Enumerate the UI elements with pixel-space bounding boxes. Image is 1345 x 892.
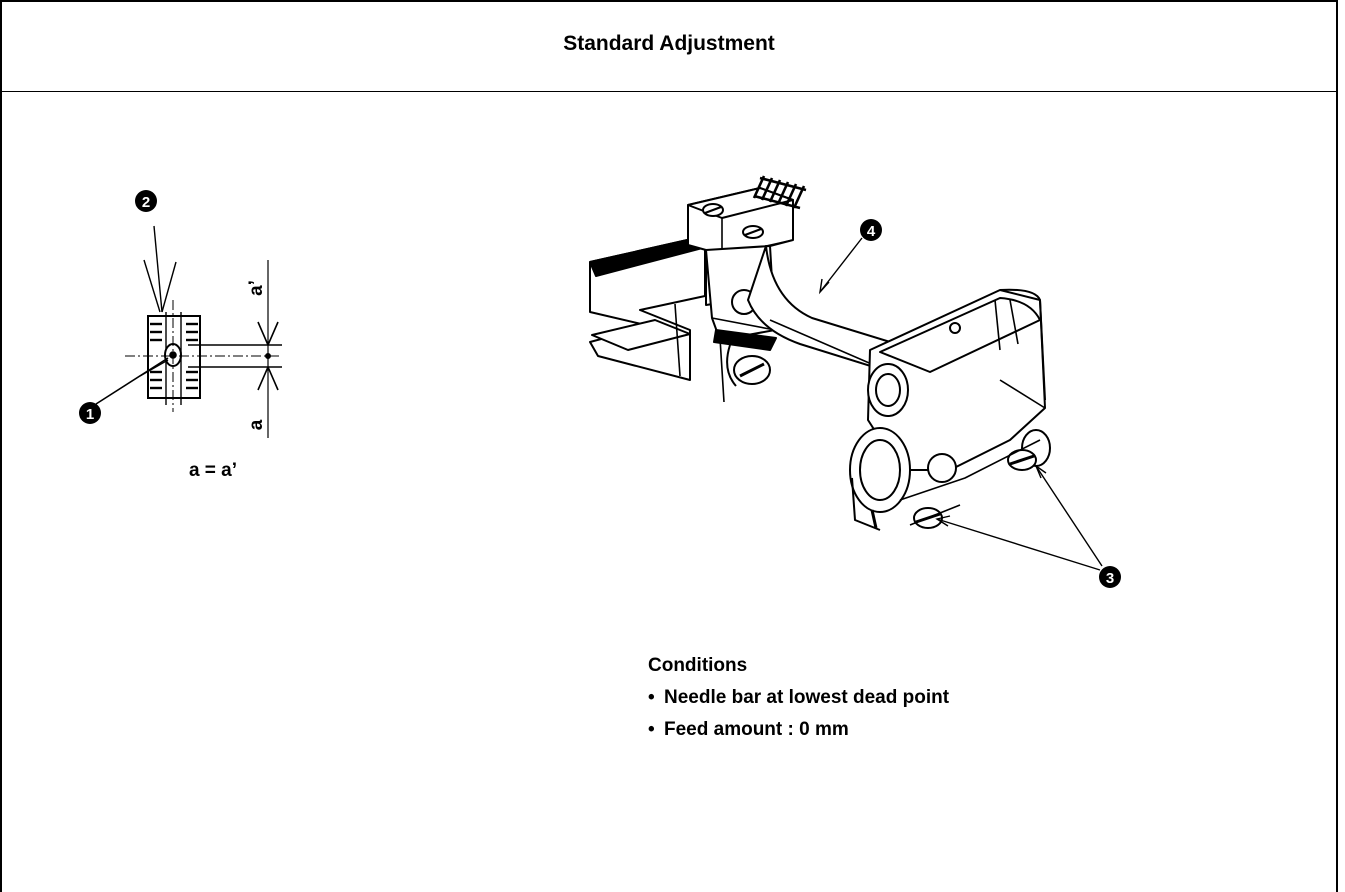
bullet: • xyxy=(648,719,655,740)
svg-text:2: 2 xyxy=(142,194,150,211)
equation-label: a = a’ xyxy=(189,460,237,481)
leader-lines xyxy=(818,237,1103,571)
callout-2: 2 xyxy=(135,190,157,212)
dimension-label-a: a xyxy=(246,419,267,430)
feed-dog-top-view xyxy=(95,225,282,438)
conditions-block: Conditions • Needle bar at lowest dead p… xyxy=(648,650,949,746)
dimension-label-a-prime: a’ xyxy=(246,280,267,296)
condition-text: Feed amount : 0 mm xyxy=(664,719,849,740)
condition-text: Needle bar at lowest dead point xyxy=(664,687,950,708)
callout-3: 3 xyxy=(1099,566,1121,588)
condition-item: • Needle bar at lowest dead point xyxy=(648,682,949,714)
conditions-heading: Conditions xyxy=(648,655,748,676)
svg-text:1: 1 xyxy=(86,406,94,423)
feed-mechanism-illustration xyxy=(589,175,1051,531)
callout-1: 1 xyxy=(79,402,101,424)
svg-text:3: 3 xyxy=(1106,570,1114,587)
callout-4: 4 xyxy=(860,219,882,241)
condition-item: • Feed amount : 0 mm xyxy=(648,714,949,746)
page-title: Standard Adjustment xyxy=(563,31,775,55)
header-bar: Standard Adjustment xyxy=(2,2,1336,92)
bullet: • xyxy=(648,687,655,708)
svg-text:4: 4 xyxy=(867,223,876,240)
